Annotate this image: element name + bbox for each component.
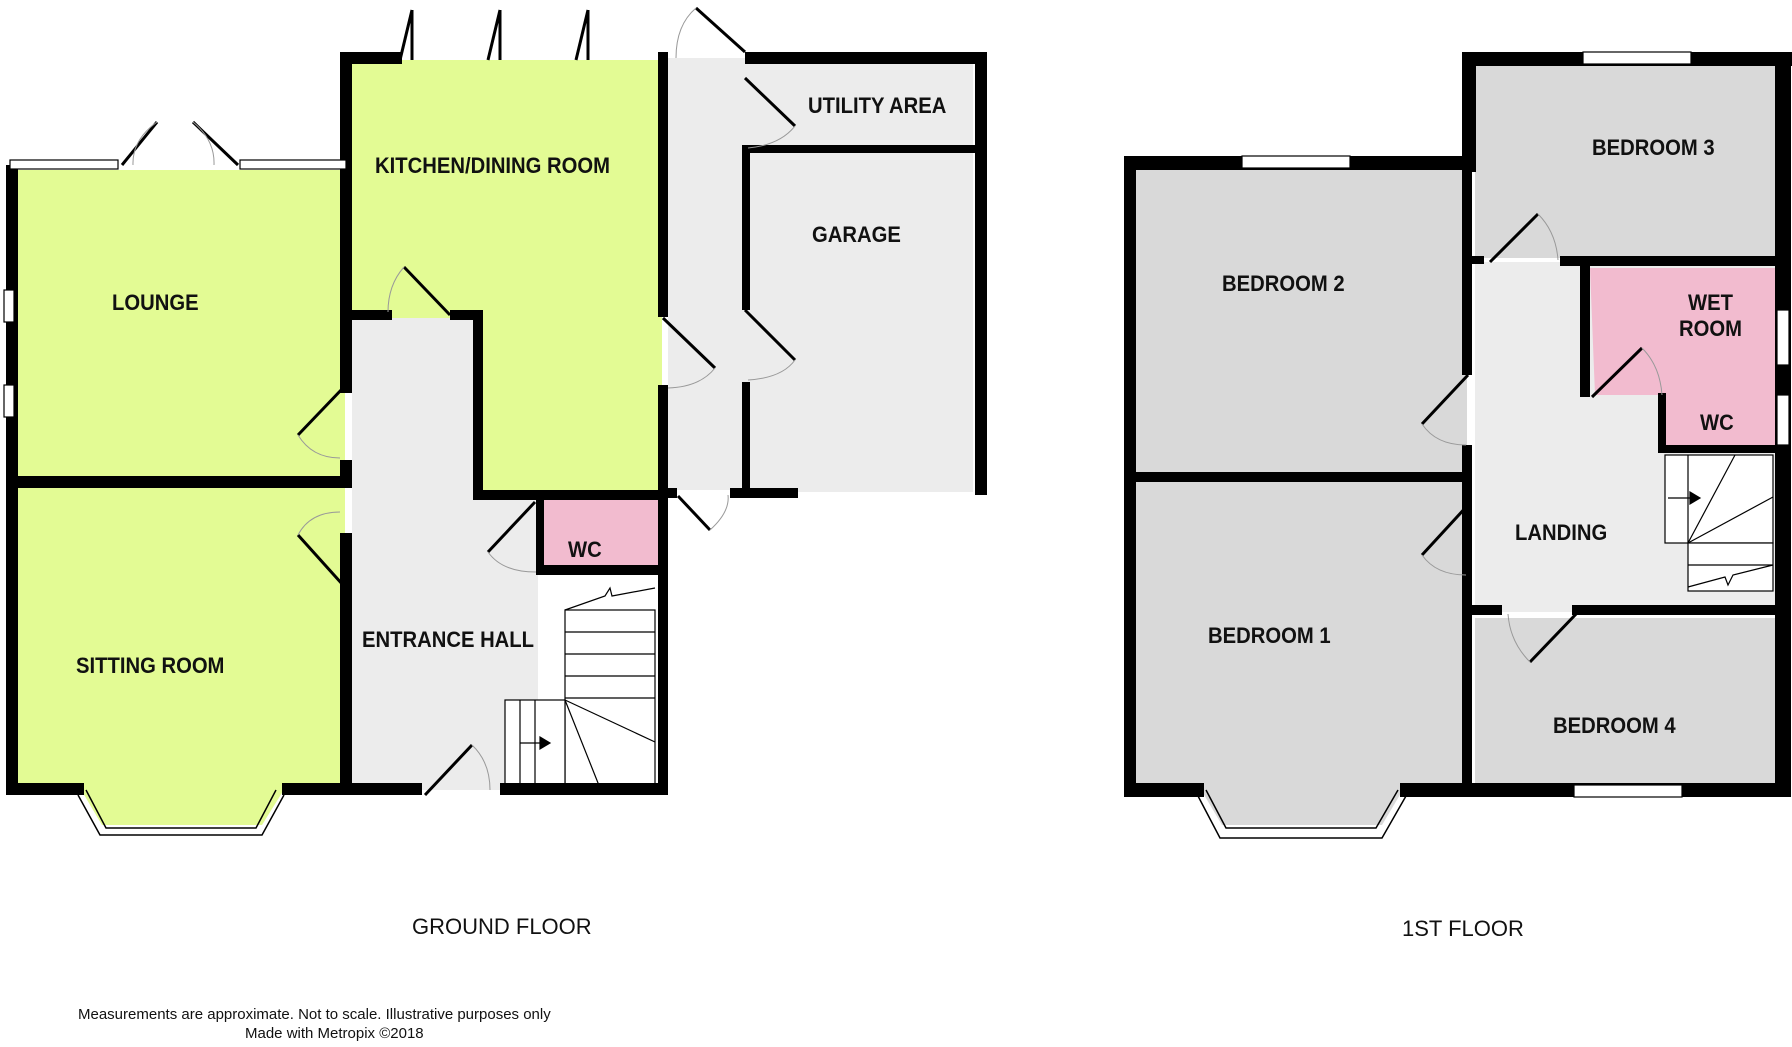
sitting-room-fill xyxy=(12,488,345,788)
lounge-fill xyxy=(12,170,345,482)
room-label-entrance-hall: ENTRANCE HALL xyxy=(362,627,535,652)
footer-credit: Made with Metropix ©2018 xyxy=(245,1025,424,1042)
first-door-swings xyxy=(1421,213,1663,663)
bedroom2-fill xyxy=(1136,170,1467,472)
sitting-bay-fill xyxy=(80,788,285,825)
bedroom1-bay-fill xyxy=(1200,788,1404,825)
first-walls xyxy=(1124,52,1792,797)
room-label-landing: LANDING xyxy=(1515,520,1608,545)
first-floor-caption: 1ST FLOOR xyxy=(1402,916,1524,941)
wet-room-fill xyxy=(1590,268,1775,395)
room-label-lounge: LOUNGE xyxy=(112,290,199,315)
room-label-first-wc: WC xyxy=(1700,410,1734,435)
ground-walls xyxy=(6,52,987,795)
room-label-bedroom-2: BEDROOM 2 xyxy=(1222,271,1345,296)
ground-doors xyxy=(120,6,797,797)
room-label-ground-wc: WC xyxy=(568,537,602,562)
room-label-kitchen-dining: KITCHEN/DINING ROOM xyxy=(375,153,611,178)
room-label-sitting-room: SITTING ROOM xyxy=(76,653,225,678)
ground-door-swings xyxy=(132,7,796,791)
first-doors xyxy=(1420,212,1644,664)
room-label-wet-room-line1: WET xyxy=(1688,290,1733,315)
bedroom3-fill xyxy=(1475,66,1775,258)
sitting-bay-window xyxy=(77,789,285,836)
room-label-utility-area: UTILITY AREA xyxy=(808,93,947,118)
footer-disclaimer: Measurements are approximate. Not to sca… xyxy=(78,1006,551,1023)
ground-windows xyxy=(3,159,347,418)
wc1-fill xyxy=(1665,395,1775,445)
hall-fill xyxy=(352,318,538,790)
ground-floor-caption: GROUND FLOOR xyxy=(412,914,592,939)
first-stairs xyxy=(1664,454,1774,592)
bedroom1-fill xyxy=(1136,482,1467,788)
room-label-bedroom-3: BEDROOM 3 xyxy=(1592,135,1715,160)
room-label-garage: GARAGE xyxy=(812,222,901,247)
utility-fill xyxy=(746,64,973,146)
garage-fill xyxy=(746,152,973,492)
first-windows xyxy=(1241,51,1790,798)
hall-wc-fill xyxy=(538,495,662,570)
bedroom1-bay-window xyxy=(1197,789,1407,839)
side-passage-fill xyxy=(668,58,746,490)
ground-stairs xyxy=(504,586,656,789)
ground-floor-plan xyxy=(3,6,987,836)
room-label-wet-room-line2: ROOM xyxy=(1679,316,1742,341)
bedroom4-fill xyxy=(1475,618,1775,788)
kitchen-fill xyxy=(352,60,662,495)
first-floor-plan xyxy=(1124,51,1792,839)
room-label-bedroom-4: BEDROOM 4 xyxy=(1553,713,1676,738)
room-label-bedroom-1: BEDROOM 1 xyxy=(1208,623,1331,648)
